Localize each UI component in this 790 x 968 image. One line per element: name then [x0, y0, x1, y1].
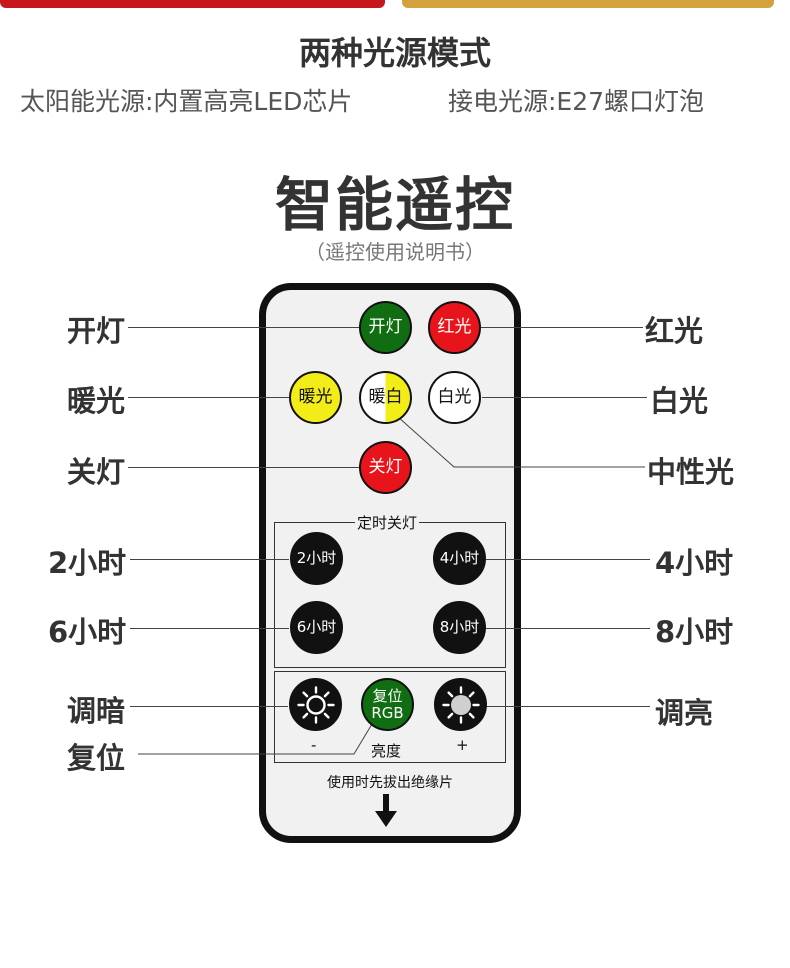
- sun-outline-icon: [296, 685, 335, 724]
- warm-light-button[interactable]: 暖光: [289, 371, 342, 424]
- section-title: 智能遥控: [274, 171, 515, 239]
- power-on-button[interactable]: 开灯: [359, 301, 412, 354]
- brighten-button[interactable]: [434, 678, 487, 731]
- reset-button-line2: RGB: [371, 703, 404, 722]
- label-power-off: 关灯: [67, 455, 126, 489]
- minus-label: -: [311, 736, 317, 754]
- section-subtitle: （遥控使用说明书）: [305, 240, 485, 264]
- plus-label: +: [456, 736, 469, 754]
- line-off: [128, 467, 360, 468]
- label-warm-light: 暖光: [67, 384, 126, 418]
- line-warm: [128, 397, 290, 398]
- line-reset: [138, 723, 373, 755]
- reset-button-line1: 复位: [372, 686, 403, 705]
- down-arrow-icon: [375, 794, 397, 827]
- label-neutral-light: 中性光: [647, 455, 735, 489]
- brightness-label: 亮度: [371, 742, 402, 760]
- top-banner-right: [402, 0, 774, 8]
- timer-6h-button[interactable]: 6小时: [290, 601, 343, 654]
- insulation-note: 使用时先拔出绝缘片: [327, 775, 453, 791]
- line-neutral: [387, 407, 645, 468]
- dim-button[interactable]: [289, 678, 342, 731]
- label-power-on: 开灯: [67, 314, 126, 348]
- label-red-light: 红光: [645, 314, 704, 348]
- line-dim: [130, 706, 288, 707]
- line-red: [480, 327, 643, 328]
- label-timer-4h: 4小时: [655, 546, 734, 580]
- label-reset: 复位: [67, 741, 126, 775]
- top-banner-left: [0, 0, 385, 8]
- line-white: [482, 397, 647, 398]
- label-white-light: 白光: [650, 384, 709, 418]
- sun-filled-icon: [441, 685, 480, 724]
- label-timer-6h: 6小时: [48, 615, 127, 649]
- line-8h: [486, 628, 650, 629]
- timer-4h-button[interactable]: 4小时: [433, 532, 486, 585]
- solar-source-text: 太阳能光源:内置高亮LED芯片: [20, 87, 353, 116]
- warm-white-button[interactable]: 暖白: [359, 371, 412, 424]
- label-timer-2h: 2小时: [48, 546, 127, 580]
- line-2h: [130, 559, 289, 560]
- white-light-button[interactable]: 白光: [428, 371, 481, 424]
- timer-8h-button[interactable]: 8小时: [433, 601, 486, 654]
- timer-2h-button[interactable]: 2小时: [290, 532, 343, 585]
- line-6h: [130, 628, 289, 629]
- brightness-box: [274, 671, 506, 763]
- red-light-button[interactable]: 红光: [428, 301, 481, 354]
- power-off-button[interactable]: 关灯: [359, 441, 412, 494]
- label-timer-8h: 8小时: [655, 615, 734, 649]
- line-4h: [486, 559, 650, 560]
- line-bright: [486, 706, 650, 707]
- label-dim: 调暗: [67, 694, 126, 728]
- light-mode-title: 两种光源模式: [298, 34, 491, 72]
- reset-rgb-button[interactable]: 复位 RGB: [361, 678, 414, 731]
- timer-box-label: 定时关灯: [355, 512, 420, 533]
- line-on: [128, 327, 360, 328]
- label-brighten: 调亮: [655, 696, 714, 730]
- mains-source-text: 接电光源:E27螺口灯泡: [448, 87, 705, 116]
